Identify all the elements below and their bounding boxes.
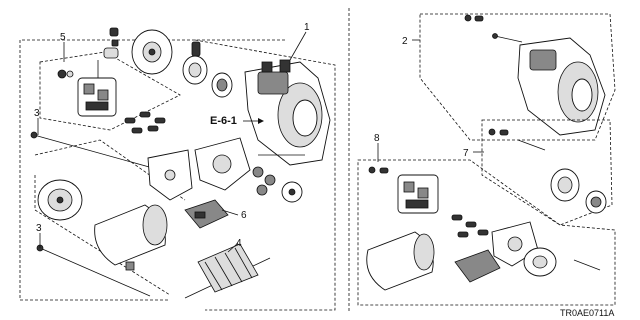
kit-1-outline-right [194,39,336,311]
kit-8-small-parts [368,166,389,174]
kit-8-brush-holder [397,174,439,214]
reference-label: E-6-1 [210,115,264,127]
brush-plate [184,199,229,229]
kit-6-outline-lower [34,175,171,296]
bushing-parts [103,27,119,59]
callout-7: 7 [463,148,469,159]
kit-2-small-parts [464,14,523,43]
bracket-plate [147,149,193,201]
kit-8-plates [454,221,601,283]
callout-5: 5 [60,32,66,43]
reference-code: E-6-1 [210,115,237,127]
callout-1: 1 [304,22,310,33]
kit-2-group: 2 [402,13,616,141]
kit-2-drive-housing [517,37,606,136]
end-housing [131,29,173,75]
brush-springs [124,111,166,134]
kit-8-yoke [366,231,435,291]
planetary-gears [252,166,303,203]
gear-plate [194,137,251,191]
callout-6: 6 [241,210,247,221]
diagram-code: TR0AE0711A [560,308,614,318]
end-cover [37,179,83,221]
kit-1-group: E-6-1 1 5 3 6 4 3 [19,22,336,311]
starter-body [244,59,331,166]
kit-7-parts [488,128,607,214]
kit-8-springs [451,214,489,238]
reference-arrow-icon [258,118,264,124]
callout-3-lower: 3 [36,223,42,234]
armature [184,243,271,299]
kit-8-outline [357,159,616,306]
callout-8: 8 [374,133,380,144]
kit-2-outline [419,13,616,141]
bearing-rings [182,41,233,98]
kit-8-group: 8 [357,133,616,306]
kit-7-group: 7 [463,119,613,226]
callout-2: 2 [402,36,408,47]
kit-7-outline [481,119,613,226]
brush-holder [57,60,117,117]
yoke [94,204,168,266]
callout-3-upper: 3 [34,108,40,119]
through-bolt-upper [30,131,161,171]
callout-4: 4 [236,238,242,249]
